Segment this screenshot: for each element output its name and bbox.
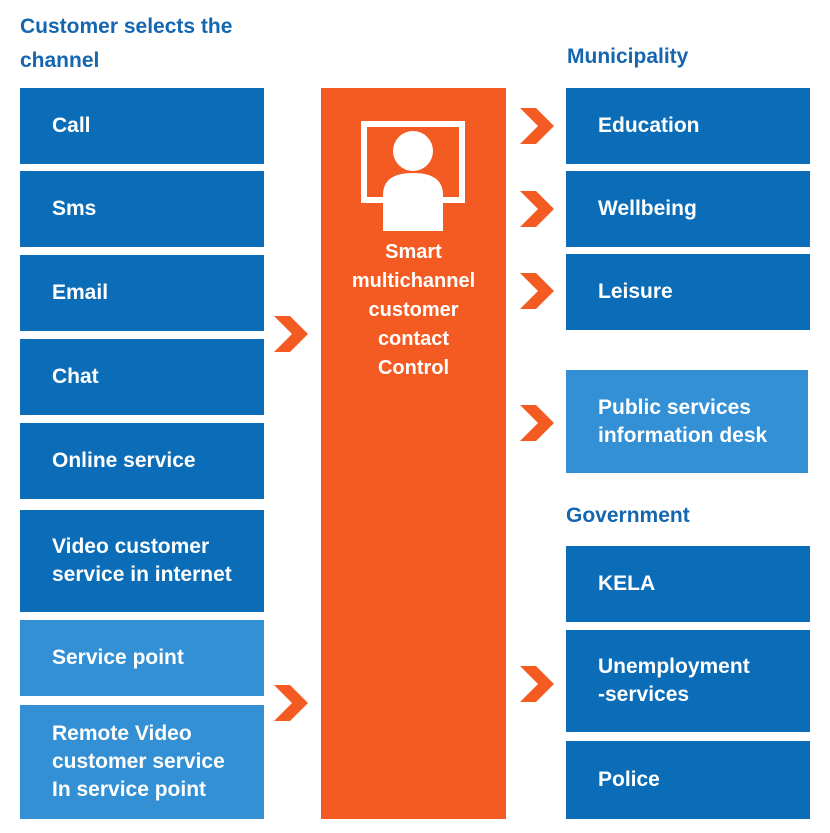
- channel-service-point: Service point: [20, 620, 264, 696]
- channel-call: Call: [20, 88, 264, 164]
- chevron-right-icon: [520, 273, 554, 309]
- channel-email: Email: [20, 255, 264, 331]
- channel-video-customer-service: Video customer service in internet: [20, 510, 264, 612]
- government-unemployment-services: Unemployment -services: [566, 630, 810, 732]
- chevron-right-icon: [274, 685, 308, 721]
- municipality-leisure: Leisure: [566, 254, 810, 330]
- chevron-right-icon: [520, 666, 554, 702]
- channel-sms: Sms: [20, 171, 264, 247]
- government-kela: KELA: [566, 546, 810, 622]
- channel-online-service: Online service: [20, 423, 264, 499]
- municipality-education: Education: [566, 88, 810, 164]
- hub-label: Smart multichannel customer contact Cont…: [351, 241, 476, 379]
- chevron-right-icon: [520, 108, 554, 144]
- chevron-right-icon: [274, 316, 308, 352]
- person-screen-icon: [361, 121, 465, 231]
- contact-control-hub: Smart multichannel customer contact Cont…: [321, 88, 506, 819]
- channel-chat: Chat: [20, 339, 264, 415]
- channel-remote-video: Remote Video customer service In service…: [20, 705, 264, 819]
- channels-heading: Customer selects the channel: [20, 15, 233, 72]
- chevron-right-icon: [520, 191, 554, 227]
- government-police: Police: [566, 741, 810, 819]
- government-heading: Government: [566, 504, 690, 527]
- chevron-right-icon: [520, 405, 554, 441]
- municipality-heading: Municipality: [567, 45, 689, 68]
- public-services-information-desk: Public services information desk: [566, 370, 808, 473]
- municipality-wellbeing: Wellbeing: [566, 171, 810, 247]
